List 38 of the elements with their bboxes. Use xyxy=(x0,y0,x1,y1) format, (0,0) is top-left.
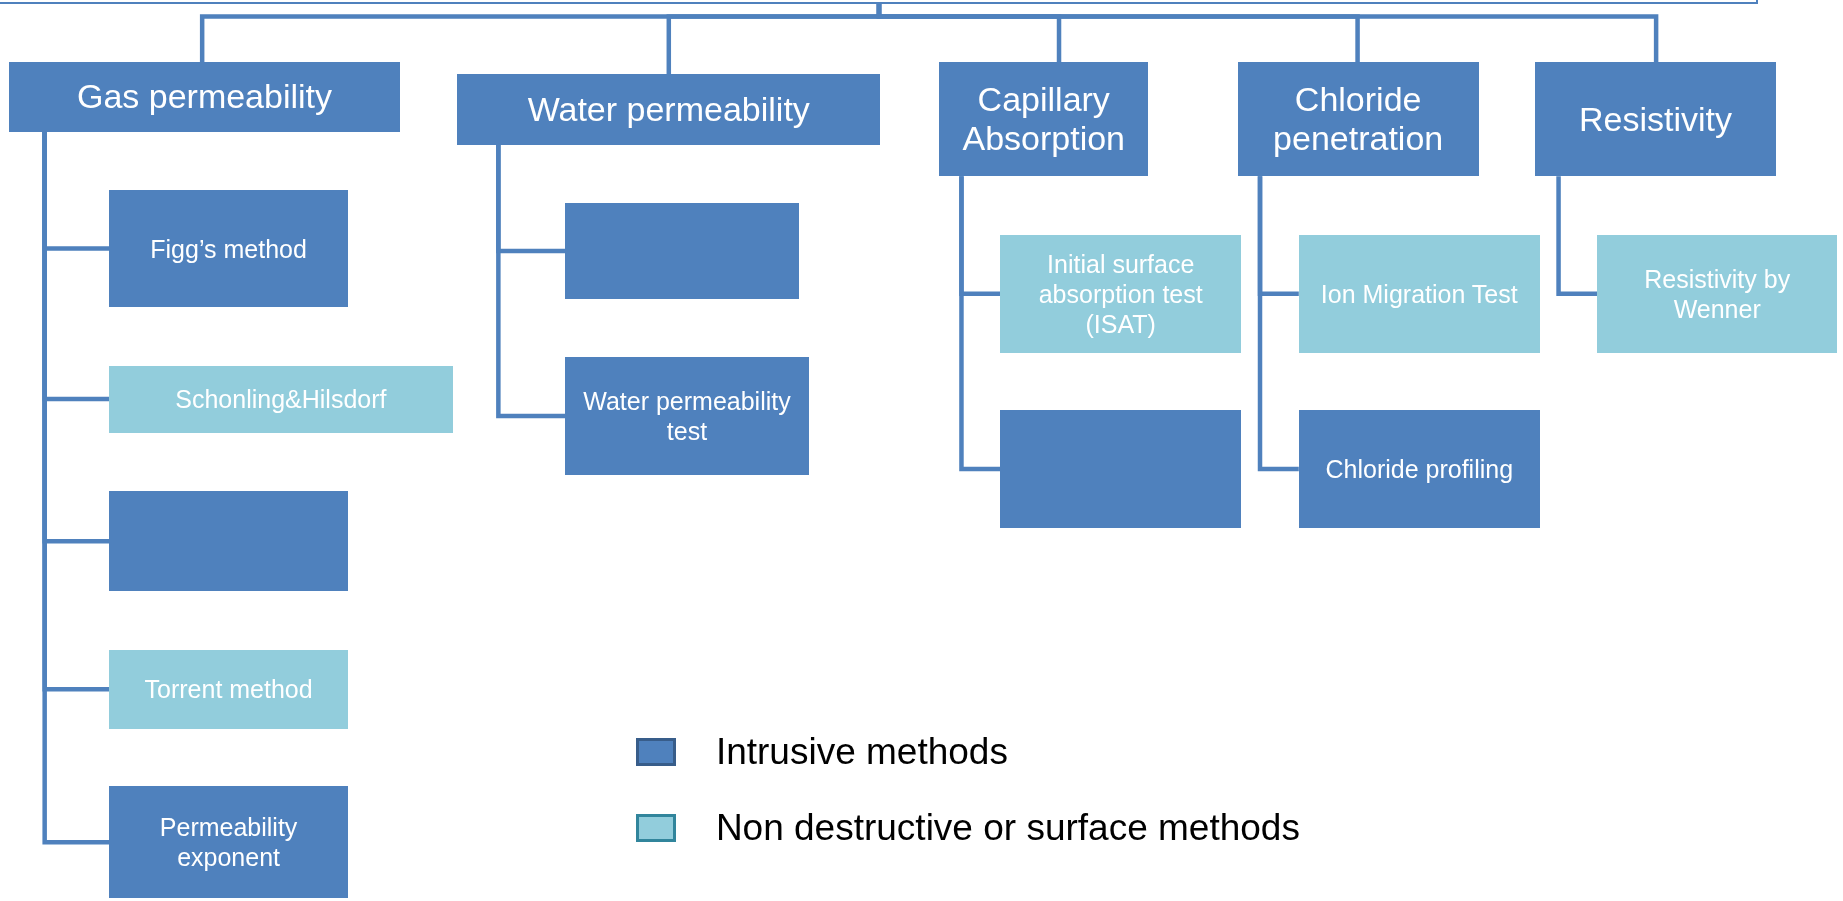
node-label: Water permeability test xyxy=(582,386,792,447)
node-label: Figg’s method xyxy=(150,233,307,264)
method-box xyxy=(109,365,453,433)
node-label: Gas permeability xyxy=(76,77,333,117)
category-box xyxy=(1237,62,1479,177)
connector-line xyxy=(959,176,1001,472)
node-label: Capillary Absorption xyxy=(961,80,1126,159)
node-label: Permeability exponent xyxy=(158,812,299,873)
category-box xyxy=(457,74,881,145)
node-label: Chloride penetration xyxy=(1272,80,1445,159)
method-box xyxy=(1000,410,1242,528)
category-box xyxy=(1535,62,1776,177)
node-label: Resistivity by Wenner xyxy=(1643,263,1792,324)
node-label: Ion Migration Test xyxy=(1320,278,1518,309)
node-label: Schonling&Hilsdorf xyxy=(175,384,387,414)
method-box xyxy=(1298,235,1540,353)
method-box xyxy=(109,491,348,592)
node-label: Torrent method xyxy=(144,674,313,705)
method-box xyxy=(109,190,348,307)
node-label: Resistivity xyxy=(1579,99,1733,139)
method-box xyxy=(109,650,348,729)
method-box xyxy=(565,357,809,475)
node-label: Water permeability xyxy=(527,89,810,129)
category-box xyxy=(9,62,400,132)
method-box xyxy=(1597,235,1838,353)
method-box xyxy=(565,203,800,299)
node-label: Initial surface absorption test (ISAT) xyxy=(1037,248,1204,339)
node-label: Chloride profiling xyxy=(1325,453,1514,484)
legend-label: Intrusive methods xyxy=(715,730,1008,773)
method-box xyxy=(109,786,348,898)
method-box xyxy=(1000,235,1242,353)
legend-label: Non destructive or surface methods xyxy=(715,807,1300,849)
connector-line xyxy=(1556,176,1598,297)
category-box xyxy=(939,62,1149,177)
method-box xyxy=(1298,410,1540,528)
connector-line xyxy=(1257,176,1299,472)
connector-line xyxy=(496,144,566,419)
connector-line xyxy=(876,3,1659,63)
